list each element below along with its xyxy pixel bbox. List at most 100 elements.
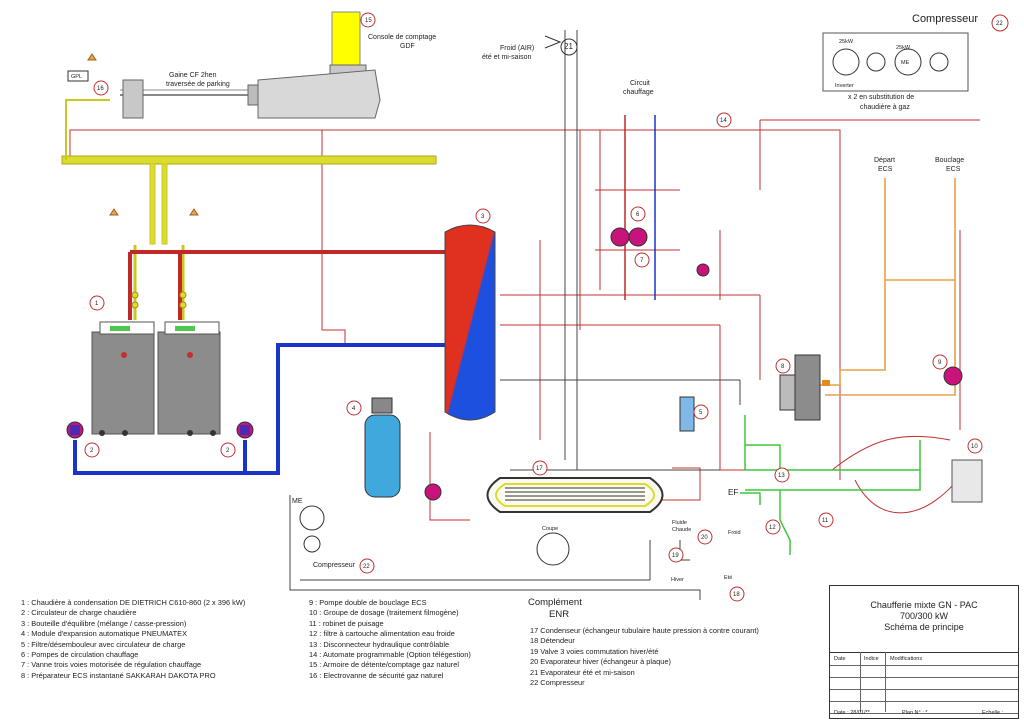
num-8: 8 (781, 364, 785, 370)
num-3: 3 (481, 214, 485, 220)
legend-item: 22 Compresseur (530, 678, 585, 688)
boiler-pump-right (236, 421, 254, 439)
foot-plan: Plan N° : * (902, 710, 928, 716)
legend-item: 17 Condenseur (échangeur tubulaire haute… (530, 626, 759, 635)
condenser-pump (424, 483, 442, 501)
fluide-label: Fluide (672, 520, 687, 526)
gpl-box (67, 70, 89, 82)
chaude-label: Chaude (672, 527, 692, 533)
col-date: Date (834, 656, 846, 662)
ecs-lines (820, 178, 956, 396)
legend-item: 10 : Groupe de dosage (traitement filmog… (309, 608, 459, 618)
compressor-kw1: 25kW (839, 39, 854, 45)
coupe-label: Coupe (542, 526, 559, 532)
pump-aux (696, 263, 710, 277)
compressor-header-title: Compresseur (912, 13, 979, 25)
gpl-text: GPL (71, 74, 83, 80)
froid-label2: été et mi-saison (482, 54, 532, 61)
legend-item: 3 : Bouteille d'équilibre (mélange / cas… (21, 618, 187, 628)
console-label1: Console de comptage (368, 34, 437, 41)
heating-network-lines (69, 119, 980, 521)
revision-grid (830, 652, 1018, 718)
console-label2: GDF (400, 43, 415, 50)
ecs-heat-exchanger (779, 354, 830, 421)
legend-item: 12 : filtre à cartouche alimentation eau… (309, 629, 455, 639)
froid-small-label: Froid (728, 530, 741, 536)
num-22: 22 (363, 564, 370, 570)
legend-item: 5 : Filtre/désembouleur avec circulateur… (21, 639, 186, 649)
compressor-note1: x 2 en substitution de (848, 94, 915, 101)
num-18: 18 (733, 592, 740, 598)
num-19: 19 (672, 553, 679, 559)
num-2b: 2 (226, 448, 230, 454)
gaine-label2: traversée de parking (166, 81, 230, 88)
boiler-right (157, 321, 221, 436)
num-5: 5 (699, 410, 703, 416)
compressor-kw2: 25kW (896, 45, 911, 51)
condenser-tubular (486, 477, 664, 513)
ete-label: Eté (724, 575, 733, 581)
legend-item: 18 Détendeur (530, 636, 575, 646)
legend-mid: 9 : Pompe double de bouclage ECS 10 : Gr… (309, 598, 471, 681)
compressor-header-badge (991, 14, 1009, 32)
num-20: 20 (701, 535, 708, 541)
dosing-unit (951, 459, 983, 503)
num-14: 14 (720, 118, 727, 124)
gas-pipes (61, 75, 437, 320)
ef-label: EF (728, 488, 739, 497)
compressor-header-number: 22 (996, 21, 1003, 27)
num-1: 1 (95, 301, 99, 307)
filter-desludger (679, 396, 695, 432)
num-11: 11 (822, 518, 829, 524)
legend-item: 14 : Automate programmable (Option télég… (309, 650, 471, 660)
gas-valve-icons (131, 291, 187, 309)
num-12: 12 (769, 525, 776, 531)
boiler-left (91, 321, 155, 436)
title-line2: 700/300 kW (899, 611, 949, 621)
num-10: 10 (971, 444, 978, 450)
legend-item: 6 : Pompes de circulation chauffage (21, 650, 139, 660)
legend-right: 17 Condenseur (échangeur tubulaire haute… (530, 626, 759, 688)
num-15: 15 (365, 18, 372, 24)
num-4: 4 (352, 406, 356, 412)
cold-water-lines (740, 415, 921, 555)
title-block-heading: Chaufferie mixte GN - PAC 700/300 kW Sch… (830, 600, 1018, 633)
num-9: 9 (938, 360, 942, 366)
foot-date: Date : 28/01/** (834, 710, 870, 716)
expansion-vessel (364, 397, 401, 498)
num-13: 13 (778, 473, 785, 479)
legend-item: 7 : Vanne trois voies motorisée de régul… (21, 660, 202, 670)
legend-item: 1 : Chaudière à condensation DE DIETRICH… (21, 598, 246, 607)
legend-item: 8 : Préparateur ECS instantané SAKKARAH … (21, 670, 216, 680)
circuit-label2: chauffage (623, 89, 654, 96)
legend-item: 2 : Circulateur de charge chaudière (21, 608, 137, 618)
num-17: 17 (536, 466, 543, 472)
title-block: Chaufferie mixte GN - PAC 700/300 kW Sch… (829, 585, 1019, 719)
legend-item: 19 Valve 3 voies commutation hiver/été (530, 646, 659, 656)
compressor-me: ME (901, 60, 910, 66)
gas-meter-console (122, 11, 381, 119)
num-2a: 2 (90, 448, 94, 454)
legend-item: 21 Evaporateur été et mi-saison (530, 667, 635, 677)
num-7: 7 (640, 258, 644, 264)
legend-item: 16 : Electrovanne de sécurité gaz nature… (309, 670, 444, 680)
froid-label1: Froid (AIR) (500, 45, 535, 52)
title-line1: Chaufferie mixte GN - PAC (870, 600, 978, 610)
compressor-unit-box (822, 32, 969, 92)
boiler-return-pipe (73, 343, 445, 475)
heating-pumps (610, 227, 648, 247)
compressor-note2: chaudière à gaz (860, 104, 910, 111)
num-21: 21 (564, 42, 573, 51)
legend-item: 11 : robinet de puisage (309, 618, 384, 628)
legend-item: 13 : Disconnecteur hydraulique contrôlab… (309, 639, 450, 649)
legend-left: 1 : Chaudière à condensation DE DIETRICH… (21, 598, 245, 681)
gas-alarm-icons (87, 53, 199, 216)
num-6: 6 (636, 212, 640, 218)
legend-item: 20 Evaporateur hiver (échangeur à plaque… (530, 657, 671, 667)
legend-enr-title1: Complément (528, 597, 582, 608)
air-evaporator-icon (544, 35, 578, 56)
depart-ecs-label2: ECS (878, 166, 893, 173)
gaine-label1: Gaine CF 2hen (169, 72, 217, 79)
circuit-label1: Circuit (630, 80, 650, 87)
